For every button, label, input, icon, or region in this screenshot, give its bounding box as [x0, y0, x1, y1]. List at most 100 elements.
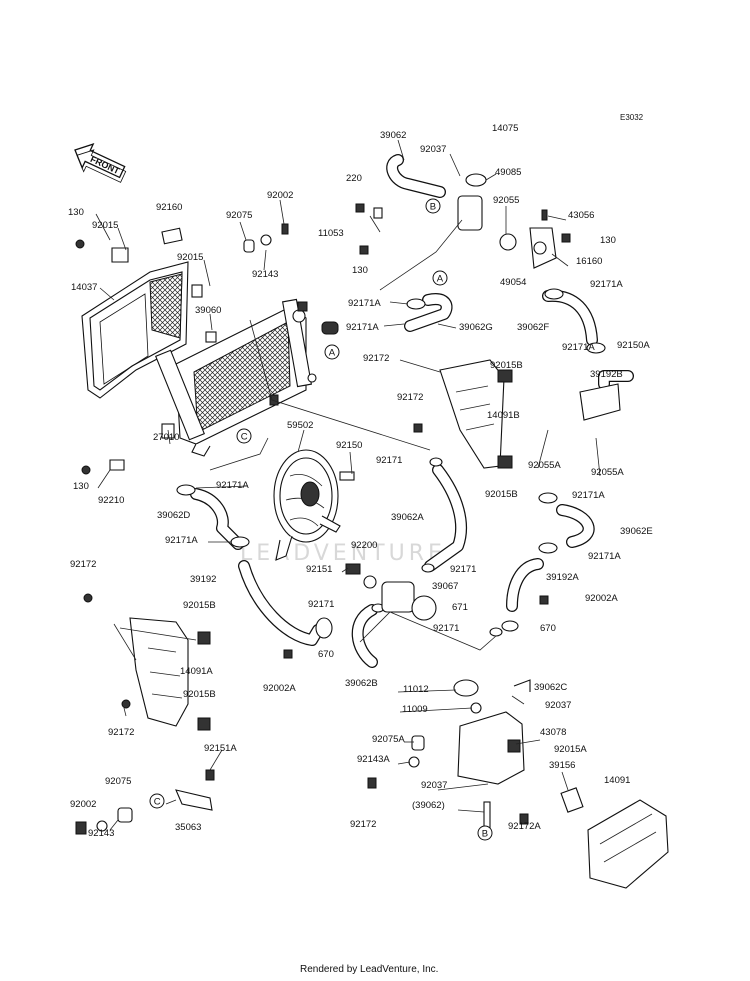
part-label-43056: 43056: [568, 210, 594, 221]
part-label-671: 671: [452, 602, 468, 613]
part-label-92172A: 92172A: [508, 821, 541, 832]
reservoir-tank: [367, 679, 584, 829]
part-label-670: 670: [318, 649, 334, 660]
part-label-92171: 92171: [376, 455, 402, 466]
part-label-11053: 11053: [318, 228, 344, 239]
part-label-92037: 92037: [420, 144, 446, 155]
part-label-92171: 92171: [308, 599, 334, 610]
part-label-92171: 92171: [450, 564, 476, 575]
part-label-92171A: 92171A: [165, 535, 198, 546]
part-label-92210: 92210: [98, 495, 124, 506]
part-label-14091A: 14091A: [180, 666, 213, 677]
part-label-92015B: 92015B: [490, 360, 523, 371]
part-label-220: 220: [346, 173, 362, 184]
part-label-35063: 35063: [175, 822, 201, 833]
part-label-16160: 16160: [576, 256, 602, 267]
part-label-92171A: 92171A: [346, 322, 379, 333]
part-label-39062D: 39062D: [157, 510, 190, 521]
part-label-39192B: 39192B: [590, 369, 623, 380]
part-label-92171A: 92171A: [590, 279, 623, 290]
hoses: [190, 154, 634, 668]
part-label-39062: 39062: [380, 130, 406, 141]
part-label-92143A: 92143A: [357, 754, 390, 765]
part-label-92172: 92172: [70, 559, 96, 570]
part-label-49054: 49054: [500, 277, 526, 288]
part-label-39062C: 39062C: [534, 682, 567, 693]
part-label-92160: 92160: [156, 202, 182, 213]
part-label-670: 670: [540, 623, 556, 634]
part-label-92172: 92172: [397, 392, 423, 403]
callout-letter: A: [437, 274, 444, 285]
part-label-92015A: 92015A: [554, 744, 587, 755]
part-label-92150: 92150: [336, 440, 362, 451]
part-label-92172: 92172: [363, 353, 389, 364]
cover-14091: [587, 799, 669, 889]
part-label-59502: 59502: [287, 420, 313, 431]
part-label-130: 130: [73, 481, 89, 492]
callout-letter: B: [482, 829, 488, 840]
bracket-35063: [75, 769, 215, 835]
bolt-92150: [339, 471, 355, 481]
part-label-92002: 92002: [267, 190, 293, 201]
part-label-92143: 92143: [252, 269, 278, 280]
part-label-92002: 92002: [70, 799, 96, 810]
diagram-code: E3032: [620, 113, 644, 122]
front-arrow-icon: FRONT: [74, 143, 127, 183]
part-label-92055A: 92055A: [591, 467, 624, 478]
thermostat-housing: [355, 173, 571, 269]
part-label-92172: 92172: [108, 727, 134, 738]
part-label-92151: 92151: [306, 564, 332, 575]
part-label-92002A: 92002A: [263, 683, 296, 694]
part-label-92171: 92171: [433, 623, 459, 634]
part-label-39060: 39060: [195, 305, 221, 316]
callout-letter: C: [154, 797, 161, 808]
part-label-92055A: 92055A: [528, 460, 561, 471]
part-label-92150A: 92150A: [617, 340, 650, 351]
pad-92160: [161, 227, 183, 245]
part-label-92171A: 92171A: [348, 298, 381, 309]
part-label-130: 130: [68, 207, 84, 218]
part-label-92075: 92075: [226, 210, 252, 221]
watermark: LEADVENTURE: [240, 541, 446, 566]
part-label-92075A: 92075A: [372, 734, 405, 745]
part-label-92015: 92015: [177, 252, 203, 263]
sensor-92151: [345, 563, 361, 575]
part-label-92037: 92037: [421, 780, 447, 791]
part-label-92171A: 92171A: [588, 551, 621, 562]
part-label-39062: (39062): [412, 800, 445, 811]
cover-14091A: [83, 593, 211, 731]
part-label-92002A: 92002A: [585, 593, 618, 604]
part-label-92171A: 92171A: [216, 480, 249, 491]
part-label-92075: 92075: [105, 776, 131, 787]
part-label-92171A: 92171A: [562, 342, 595, 353]
part-label-14075: 14075: [492, 123, 518, 134]
part-labels: 3906214075920374908522092002921609207513…: [68, 123, 653, 839]
bolt-92002A-b: [283, 649, 293, 659]
callout-a: A: [324, 344, 340, 360]
o-ring-670b: [501, 620, 519, 632]
part-label-39062E: 39062E: [620, 526, 653, 537]
hose-clamps: [176, 288, 606, 637]
part-label-39067: 39067: [432, 581, 458, 592]
callout-b: B: [477, 825, 493, 841]
o-ring-670: [315, 617, 333, 639]
cooling-fan: [273, 449, 341, 561]
part-label-39156: 39156: [549, 760, 575, 771]
part-label-43078: 43078: [540, 727, 566, 738]
part-label-92015B: 92015B: [183, 600, 216, 611]
part-label-11012: 11012: [403, 684, 429, 695]
part-label-39192A: 39192A: [546, 572, 579, 583]
cover-14091B: [413, 359, 513, 469]
part-label-92015: 92015: [92, 220, 118, 231]
part-label-14037: 14037: [71, 282, 97, 293]
part-label-92143: 92143: [88, 828, 114, 839]
part-label-39062F: 39062F: [517, 322, 549, 333]
part-label-130: 130: [600, 235, 616, 246]
part-label-39062A: 39062A: [391, 512, 424, 523]
part-label-92200: 92200: [351, 540, 377, 551]
part-label-92015B: 92015B: [183, 689, 216, 700]
callout-c: C: [149, 793, 165, 809]
callout-a: A: [432, 270, 448, 286]
part-label-27010: 27010: [153, 432, 179, 443]
